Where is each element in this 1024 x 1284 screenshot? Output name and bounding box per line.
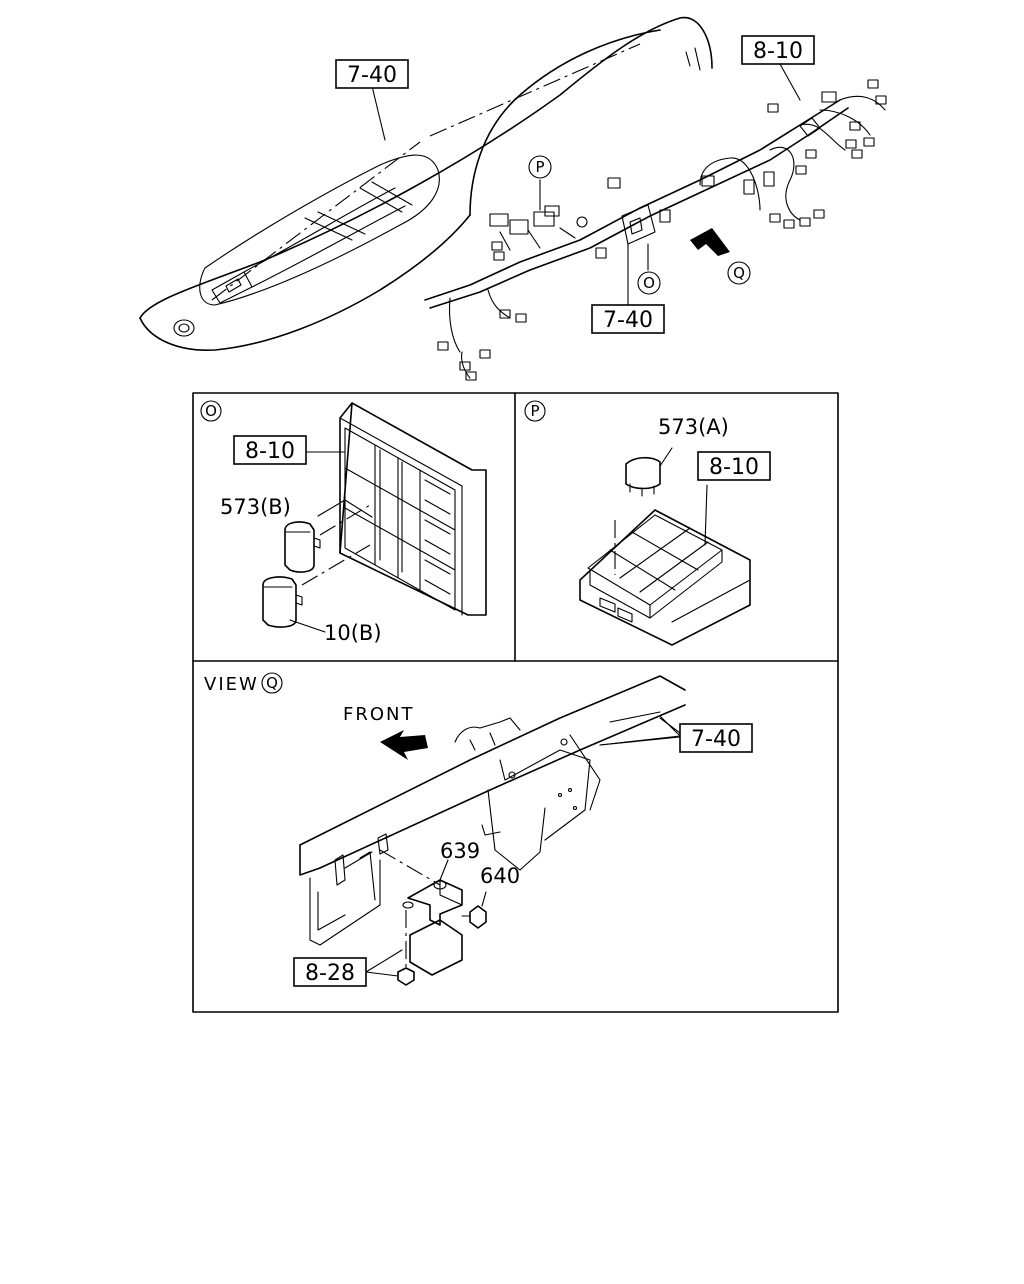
marker-q: Q <box>727 261 751 285</box>
relay-10b-drawing <box>262 544 371 633</box>
svg-text:P: P <box>530 402 539 420</box>
relay-unit-view-drawing <box>397 901 463 986</box>
callout-7-40-top-center: 7-40 <box>591 304 665 334</box>
instrument-panel-drawing <box>139 16 713 351</box>
part-label-10b: 10(B) <box>324 621 382 645</box>
panel-p: P 573(A) 8-10 <box>524 400 771 646</box>
svg-text:8-10: 8-10 <box>753 39 803 64</box>
part-label-640: 640 <box>480 864 520 888</box>
svg-text:7-40: 7-40 <box>347 63 397 88</box>
svg-text:8-10: 8-10 <box>245 439 295 464</box>
part-label-639: 639 <box>440 839 480 863</box>
callout-7-40-view: 7-40 <box>599 715 753 753</box>
panel-view-q: VIEW Q FRONT <box>204 672 753 987</box>
svg-text:7-40: 7-40 <box>603 308 653 333</box>
marker-o: O <box>637 271 661 295</box>
svg-text:8-28: 8-28 <box>305 961 355 986</box>
relay-573b-drawing <box>284 499 373 573</box>
marker-p: P <box>528 155 552 179</box>
svg-text:8-10: 8-10 <box>709 455 759 480</box>
relay-block-o-drawing <box>339 402 487 616</box>
bolt-640-drawing <box>461 891 487 929</box>
relay-573a-drawing <box>614 447 673 575</box>
svg-text:O: O <box>205 402 217 420</box>
callout-7-40-top-left: 7-40 <box>335 59 409 89</box>
callout-8-10-panel-o: 8-10 <box>233 435 307 465</box>
svg-text:Q: Q <box>266 674 278 692</box>
svg-text:P: P <box>535 158 544 176</box>
svg-text:Q: Q <box>733 264 745 282</box>
panel-o-label: O <box>200 400 222 422</box>
panel-o: O <box>200 400 487 645</box>
view-q-label: VIEW Q <box>204 672 283 695</box>
relay-block-p-drawing <box>579 484 751 646</box>
cross-member-drawing <box>299 675 686 946</box>
callout-8-28-view: 8-28 <box>293 949 403 987</box>
callout-8-10-panel-p: 8-10 <box>697 451 771 481</box>
front-label: FRONT <box>343 704 415 725</box>
front-arrow-icon <box>380 730 428 760</box>
panel-p-label: P <box>524 400 546 422</box>
part-label-573a: 573(A) <box>658 415 729 439</box>
part-label-573b: 573(B) <box>220 495 291 519</box>
svg-text:VIEW: VIEW <box>204 674 259 695</box>
svg-text:O: O <box>643 274 655 292</box>
callout-8-10-top-right: 8-10 <box>741 35 815 65</box>
detail-frame <box>192 392 839 1013</box>
svg-text:7-40: 7-40 <box>691 727 741 752</box>
wiring-harness-drawing <box>424 63 887 381</box>
bracket-639-drawing <box>379 849 463 926</box>
